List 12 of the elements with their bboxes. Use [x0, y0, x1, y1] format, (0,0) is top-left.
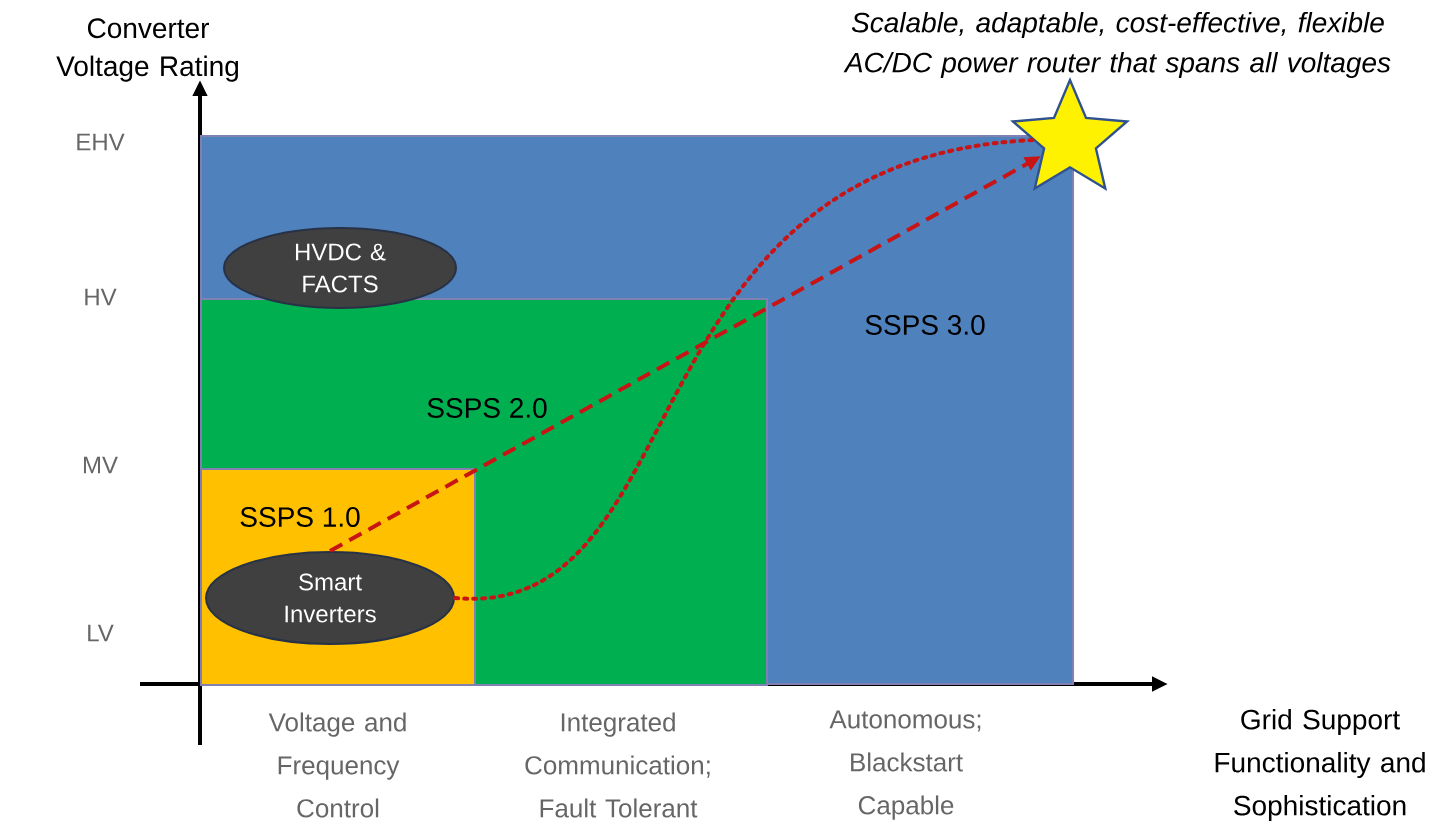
axis-title: Grid Support Functionality and Sophistication	[1215, 708, 1425, 822]
tick-label: MV	[84, 456, 118, 474]
tick-label: HV	[85, 288, 117, 306]
category-label: Voltage and Frequency Control	[268, 712, 406, 818]
star-caption: Scalable, adaptable, cost-effective, flexible AC/DC power router that spans all voltages	[843, 11, 1391, 79]
ellipse-node: Smart Inverters	[205, 551, 455, 645]
ellipse-node: HVDC & FACTS	[223, 227, 457, 309]
tick-label: EHV	[77, 133, 125, 151]
axis-title: Converter Voltage Rating	[56, 18, 238, 82]
category-label: Integrated Communication; Fault Tolerant	[525, 712, 710, 818]
tick-label: LV	[88, 624, 114, 642]
category-label: Autonomous; Blackstart Capable	[829, 710, 981, 820]
